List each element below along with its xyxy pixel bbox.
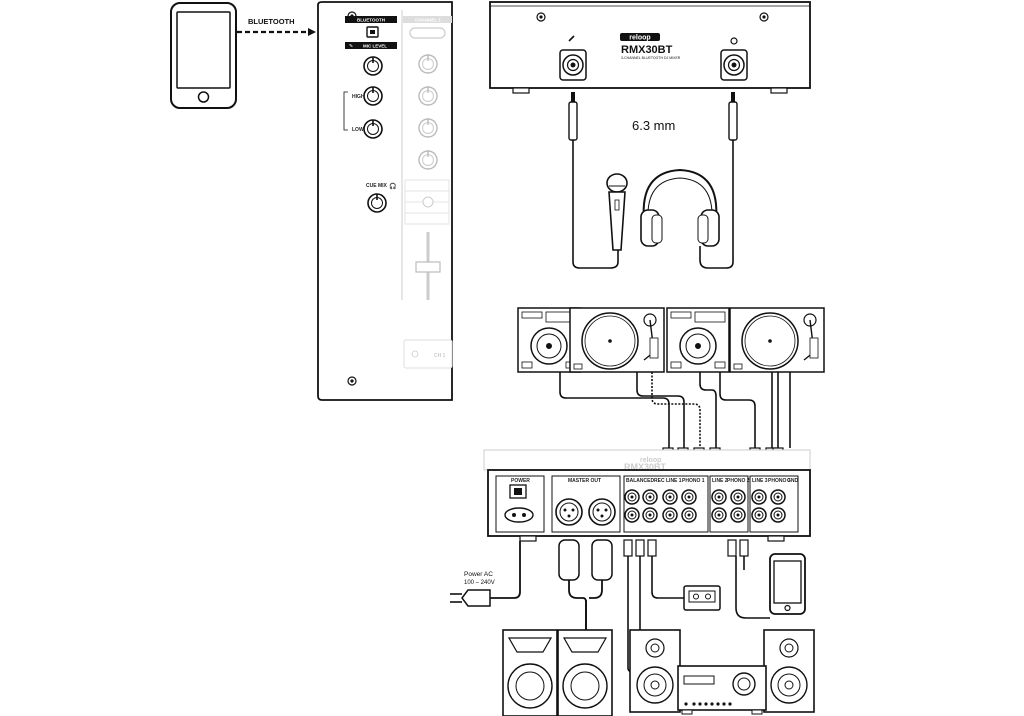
- master-out-section: MASTER OUT: [551, 475, 621, 533]
- mixer-top-panel: BLUETOOTH MIC LEVEL ✎ HIGH LOW CUE MIX 🎧…: [317, 1, 453, 401]
- bookshelf-speaker-right: [763, 629, 815, 713]
- high-eq-label: HIGH: [352, 94, 365, 100]
- bookshelf-speaker-left: [629, 629, 681, 713]
- pa-speaker-right: [557, 629, 613, 716]
- rca-phono3-r: [770, 489, 786, 505]
- rca-phono2-r: [730, 489, 746, 505]
- low-eq-label: LOW: [352, 127, 364, 133]
- rca-rec-r: [642, 489, 658, 505]
- model-name-rear: RMX30BT: [624, 462, 667, 472]
- xlr-left-jack[interactable]: [588, 498, 616, 526]
- power-label-line1: Power AC: [464, 571, 493, 578]
- bluetooth-section-label: BLUETOOTH: [357, 18, 385, 23]
- smartphone-top: [170, 2, 237, 109]
- screw-icon: [536, 12, 546, 22]
- ch2-line-label: LINE 2: [712, 478, 728, 484]
- rca-phono3-l: [770, 507, 786, 523]
- microphone-icon: [606, 173, 628, 251]
- mixer-rear-panel: reloop RMX30BT POWER MASTER OUT: [483, 449, 811, 542]
- mic-level-knob[interactable]: [363, 56, 383, 76]
- ch1-low-knob[interactable]: [418, 150, 438, 170]
- mic-high-knob[interactable]: [363, 86, 383, 106]
- gnd-label: GND: [787, 478, 799, 484]
- power-socket[interactable]: [504, 507, 534, 523]
- cd-player-2: [666, 307, 730, 373]
- ch1-high-knob[interactable]: [418, 86, 438, 106]
- power-label: POWER: [511, 478, 530, 484]
- turntable-1: [569, 307, 665, 373]
- rca-master-r: [624, 489, 640, 505]
- ch1-phono-label: PHONO 1: [682, 478, 705, 484]
- cue-mix-label: CUE MIX: [366, 183, 388, 189]
- pa-speaker-left: [502, 629, 558, 716]
- master-rca-section: BALANCED REC LINE 1 PHONO 1: [623, 475, 709, 533]
- jack-size-label: 6.3 mm: [632, 118, 675, 133]
- bluetooth-label: BLUETOOTH: [248, 17, 295, 26]
- headphone-icon: 🎧: [389, 182, 396, 190]
- rca-line2-l: [711, 507, 727, 523]
- ch3-line-label: LINE 3: [752, 478, 768, 484]
- headphone-output-jack[interactable]: [720, 37, 748, 81]
- ch1-assign-label: CH 1: [434, 353, 446, 359]
- xlr-right-jack[interactable]: [555, 498, 583, 526]
- brand-logo-front: reloop: [629, 35, 650, 42]
- bluetooth-link: [237, 28, 316, 36]
- mic-level-label: MIC LEVEL: [363, 44, 387, 49]
- turntable-2: [729, 307, 825, 373]
- rca-line1-r: [662, 489, 678, 505]
- rca-line3-l: [751, 507, 767, 523]
- mic-icon: ✎: [349, 44, 353, 50]
- smartphone-bottom: [769, 553, 806, 615]
- headphones-icon: [640, 168, 720, 247]
- headphone-cable: [699, 92, 738, 269]
- model-name-front: RMX30BT: [621, 44, 673, 56]
- mixer-front-panel: reloop RMX30BT 3-CHANNEL BLUETOOTH DJ MI…: [489, 1, 811, 94]
- power-section: POWER: [495, 475, 545, 533]
- mic-input-jack[interactable]: [559, 35, 587, 81]
- rca-phono1-l: [681, 507, 697, 523]
- ch1-line-label: LINE 1: [666, 478, 682, 484]
- screw-icon: [347, 376, 357, 386]
- rca-phono2-l: [730, 507, 746, 523]
- rca-line1-l: [662, 507, 678, 523]
- channel-1-label: CHANNEL 1: [415, 18, 441, 23]
- ch1-fader[interactable]: [415, 261, 441, 273]
- model-subtitle-front: 3-CHANNEL BLUETOOTH DJ MIXER: [621, 56, 681, 60]
- rca-master-l: [624, 507, 640, 523]
- ch2-phono-label: PHONO 2: [727, 478, 750, 484]
- master-unbalanced-label: BALANCED: [626, 478, 654, 484]
- rec-label: REC: [654, 478, 665, 484]
- amplifier-icon: [677, 665, 767, 715]
- master-out-label: MASTER OUT: [568, 478, 601, 484]
- rca-line3-r: [751, 489, 767, 505]
- channel-2-inputs: LINE 2 PHONO 2: [709, 475, 750, 533]
- mic-cable: [568, 92, 619, 269]
- rca-line2-r: [711, 489, 727, 505]
- mic-low-knob[interactable]: [363, 119, 383, 139]
- channel-3-inputs: LINE 3 PHONO 3 GND: [749, 475, 799, 533]
- brand-logo-rear: reloop: [640, 457, 661, 464]
- ch1-mid-knob[interactable]: [418, 118, 438, 138]
- channel-1-strip: CHANNEL 1 CH 1: [401, 10, 453, 369]
- rca-cables-line: [727, 539, 770, 619]
- recorder-icon: [683, 585, 721, 611]
- power-cable: [450, 541, 521, 607]
- rca-rec-l: [642, 507, 658, 523]
- power-label-line2: 100 – 240V: [464, 580, 495, 586]
- ch3-phono-label: PHONO 3: [768, 478, 791, 484]
- screw-icon: [759, 12, 769, 22]
- xlr-cables: [558, 539, 613, 630]
- deck-cables: [559, 372, 791, 448]
- cue-mix-knob[interactable]: [367, 193, 387, 213]
- rca-phono1-r: [681, 489, 697, 505]
- ch1-gain-knob[interactable]: [418, 54, 438, 74]
